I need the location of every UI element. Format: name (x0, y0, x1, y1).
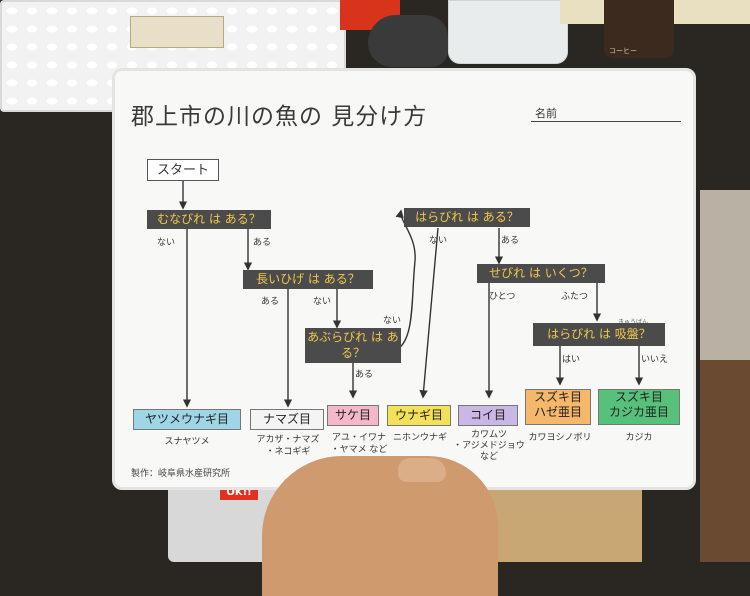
examples-sculpin: カジカ (625, 433, 653, 443)
plastic-basket (0, 0, 346, 112)
examples-eel: ニホンウナギ (392, 433, 447, 443)
label-q3-yes: ある (355, 370, 374, 380)
label-q5-two: ふたつ (561, 292, 589, 302)
examples-goby: カワヨシノボリ (528, 433, 592, 443)
question-pelvic-fin: はらびれ は ある？ (404, 208, 530, 227)
label-q3-no: ない (383, 316, 402, 326)
label-q4-no: ない (429, 236, 448, 246)
result-catfish: ナマズ目 (250, 409, 324, 430)
fish-identification-sheet: 郡上市の川の魚の 見分け方 名前 スタート むなびれ は ある？ ない ある 長… (112, 68, 696, 490)
label-q6-yes: はい (562, 355, 581, 365)
start-box: スタート (147, 159, 219, 181)
coffee-can-label: コーヒー (609, 47, 637, 55)
result-salmon: サケ目 (327, 405, 379, 426)
name-line (531, 121, 681, 122)
sheet-title: 郡上市の川の魚の 見分け方 (131, 104, 428, 130)
sheet-footer: 製作：岐阜県水産研究所 (131, 469, 231, 479)
label-q6-no: いいえ (641, 355, 669, 365)
result-eel: ウナギ目 (387, 405, 451, 426)
label-q1-yes: ある (253, 238, 272, 248)
result-goby: スズキ目 ハゼ亜目 (525, 389, 591, 425)
wooden-board (700, 360, 750, 562)
examples-salmon: アユ・イワナ ・ヤマメ など (330, 433, 388, 455)
label-q4-yes: ある (501, 236, 520, 246)
name-label: 名前 (535, 107, 557, 120)
question-pelvic-sucker: はらびれ は 吸盤？ (533, 323, 665, 346)
question-long-barbel: 長いひげ は ある？ (243, 270, 373, 289)
question-adipose-fin: あぶらびれ は ある？ (305, 328, 401, 363)
basket-tag (130, 16, 224, 48)
examples-lamprey: スナヤツメ (164, 437, 210, 447)
result-lamprey: ヤツメウナギ目 (133, 409, 241, 430)
label-q2-yes: ある (261, 297, 280, 307)
gravel-ground (700, 190, 750, 360)
stone (368, 15, 448, 67)
glass-jar (448, 0, 568, 64)
coffee-can: コーヒー (604, 0, 674, 58)
examples-catfish: アカザ・ナマズ ・ネコギギ (256, 435, 320, 457)
result-sculpin-line1: スズキ目 (614, 390, 663, 404)
arrow-q4-no (419, 227, 439, 399)
examples-carp: カワムツ ・アジメドジョウ など (453, 430, 525, 462)
result-carp: コイ目 (458, 405, 518, 426)
label-q1-no: ない (157, 238, 176, 248)
question-dorsal-fin-count: せびれ は いくつ？ (477, 264, 605, 283)
result-sculpin: スズキ目 カジカ亜目 (598, 389, 680, 425)
thumbnail (398, 458, 446, 482)
hand (262, 456, 498, 596)
label-q2-no: ない (313, 297, 332, 307)
result-goby-line1: スズキ目 (533, 390, 582, 404)
ruby-kyuban: きゅうばん (618, 317, 648, 326)
question-pectoral-fin: むなびれ は ある？ (147, 210, 271, 229)
result-sculpin-line2: カジカ亜目 (608, 405, 669, 419)
label-q5-one: ひとつ (489, 292, 516, 302)
result-goby-line2: ハゼ亜目 (533, 405, 582, 419)
